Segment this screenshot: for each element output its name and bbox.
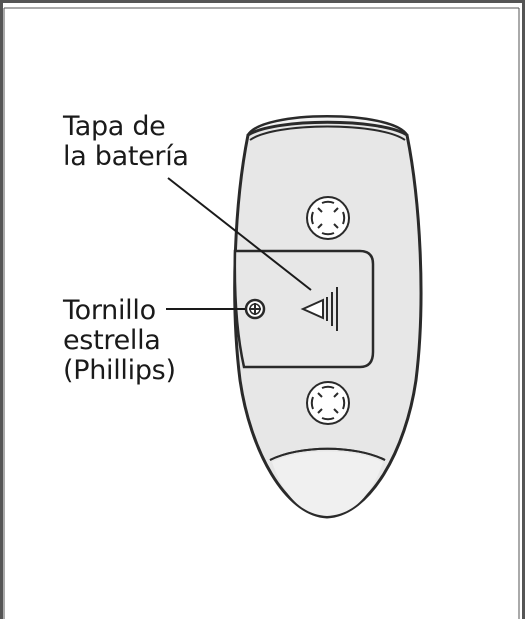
screw-label: Tornillo estrella (Phillips) [63, 296, 176, 386]
battery-cover-label-line2: la batería [63, 141, 189, 172]
screw-label-line3: (Phillips) [63, 355, 176, 386]
lower-button [306, 381, 350, 425]
battery-cover [233, 249, 375, 369]
battery-cover-label-line1: Tapa de [63, 111, 166, 142]
cross-button-icon [310, 200, 346, 236]
battery-cover-label: Tapa de la batería [63, 112, 189, 172]
phillips-screw-icon [244, 298, 266, 320]
battery-cover-leader-line [167, 177, 312, 291]
top-cap-edge [249, 125, 406, 141]
upper-button [306, 196, 350, 240]
cross-button-icon [310, 385, 346, 421]
battery-eject-icon [300, 287, 338, 331]
screw-label-line1: Tornillo [63, 295, 156, 326]
remote-device [233, 115, 423, 519]
bottom-cap [272, 451, 383, 516]
screw-label-line2: estrella [63, 325, 161, 356]
